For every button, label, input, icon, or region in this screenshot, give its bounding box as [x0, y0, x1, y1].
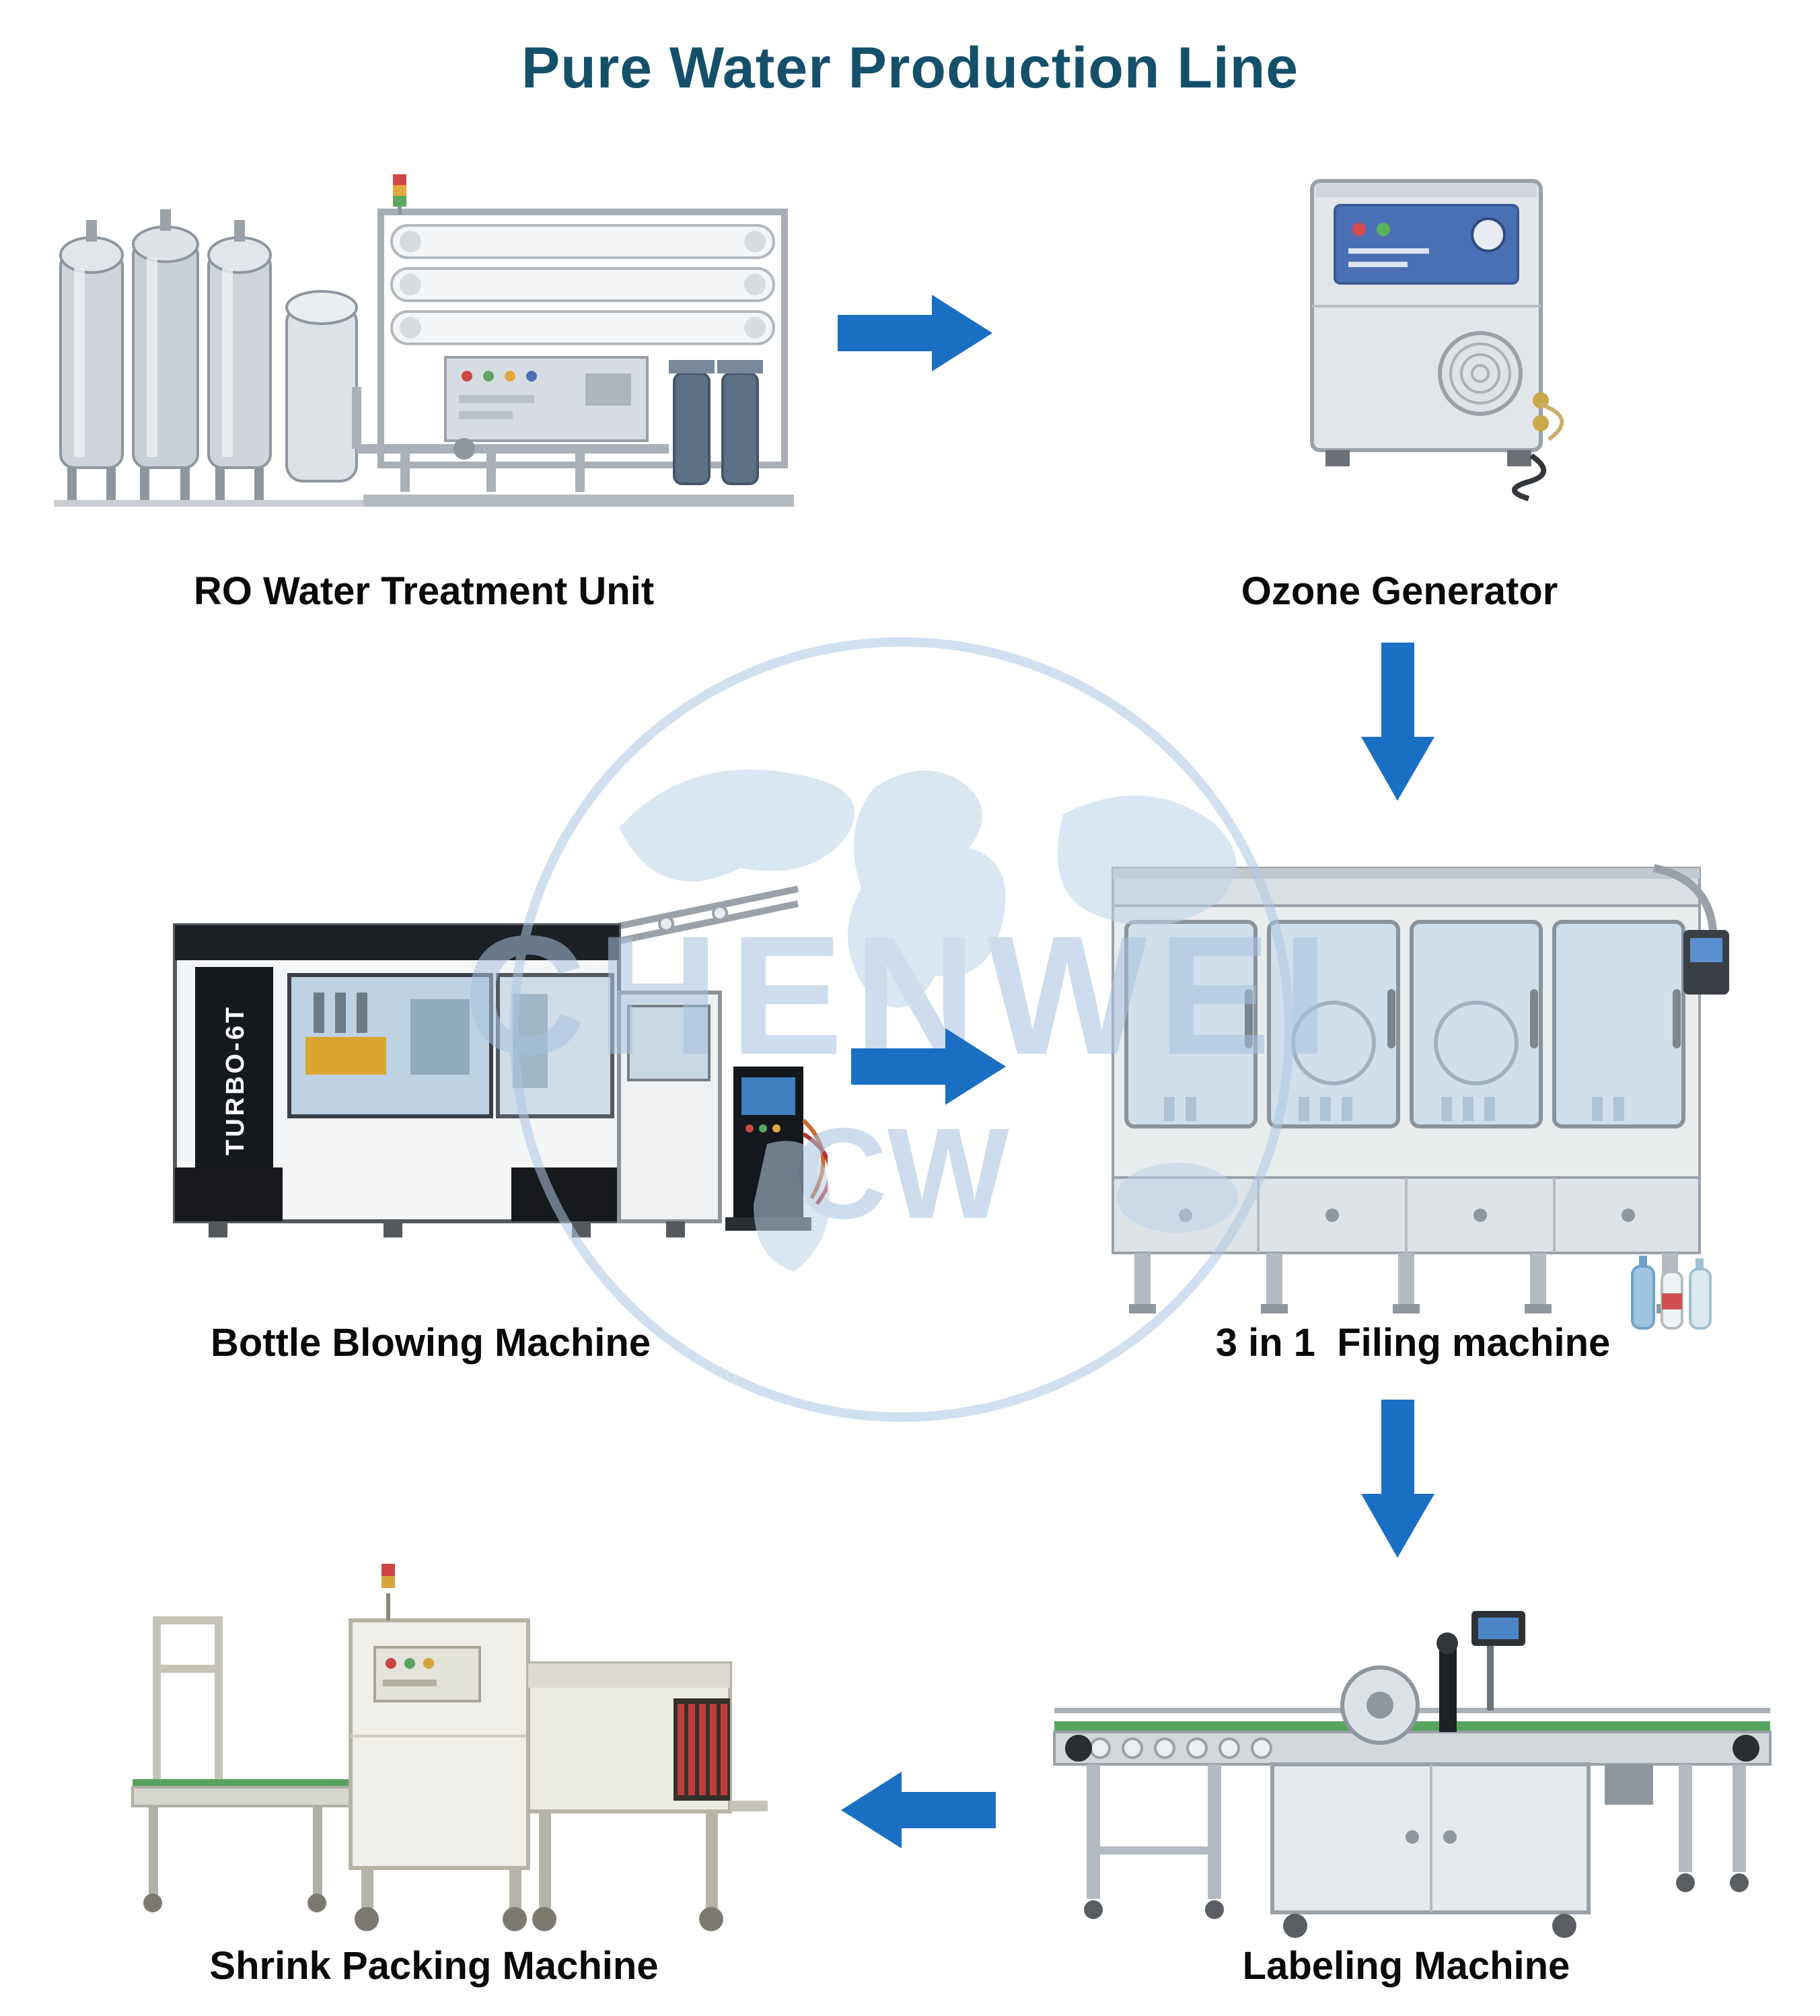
arrow-right-icon: [838, 295, 992, 371]
machine-labeling: [1046, 1581, 1780, 1965]
bottle-blowing-illustration: TURBO-6T: [173, 886, 828, 1237]
arrow-down-icon: [1361, 643, 1434, 801]
labeling-machine-illustration: [1053, 1611, 1772, 1938]
arrow-right-icon: [851, 1028, 1006, 1105]
machine-shrink-packing: [124, 1534, 770, 1951]
label-labeling-machine: Labeling Machine: [1242, 1944, 1570, 1988]
machine-ozone-generator: [1265, 165, 1588, 501]
machine-badge-text: TURBO-6T: [221, 1005, 250, 1155]
machine-bottle-blowing: TURBO-6T: [155, 865, 828, 1282]
arrow-blower-to-filler: [844, 1023, 1013, 1110]
arrow-ro-to-ozone: [838, 289, 992, 377]
machine-ro-water-treatment: [47, 172, 801, 521]
shrink-packing-illustration: [131, 1564, 768, 1931]
machine-filling: [1097, 855, 1729, 1339]
label-ozone-generator: Ozone Generator: [1241, 569, 1558, 613]
arrow-ozone-to-filler: [1359, 643, 1436, 801]
arrow-left-icon: [841, 1772, 996, 1848]
ro-water-treatment-illustration: [54, 174, 794, 507]
filling-machine-illustration: [1112, 864, 1729, 1330]
arrow-down-icon: [1361, 1400, 1434, 1558]
label-filling-machine: 3 in 1 Filing machine: [1215, 1321, 1611, 1365]
arrow-labeler-to-shrink: [841, 1766, 996, 1854]
label-shrink-packing: Shrink Packing Machine: [209, 1944, 659, 1988]
arrow-filler-to-labeler: [1359, 1400, 1436, 1558]
label-bottle-blowing: Bottle Blowing Machine: [210, 1321, 651, 1365]
label-ro-water-treatment: RO Water Treatment Unit: [193, 569, 655, 613]
page-title: Pure Water Production Line: [521, 36, 1299, 100]
ozone-generator-illustration: [1310, 179, 1564, 501]
